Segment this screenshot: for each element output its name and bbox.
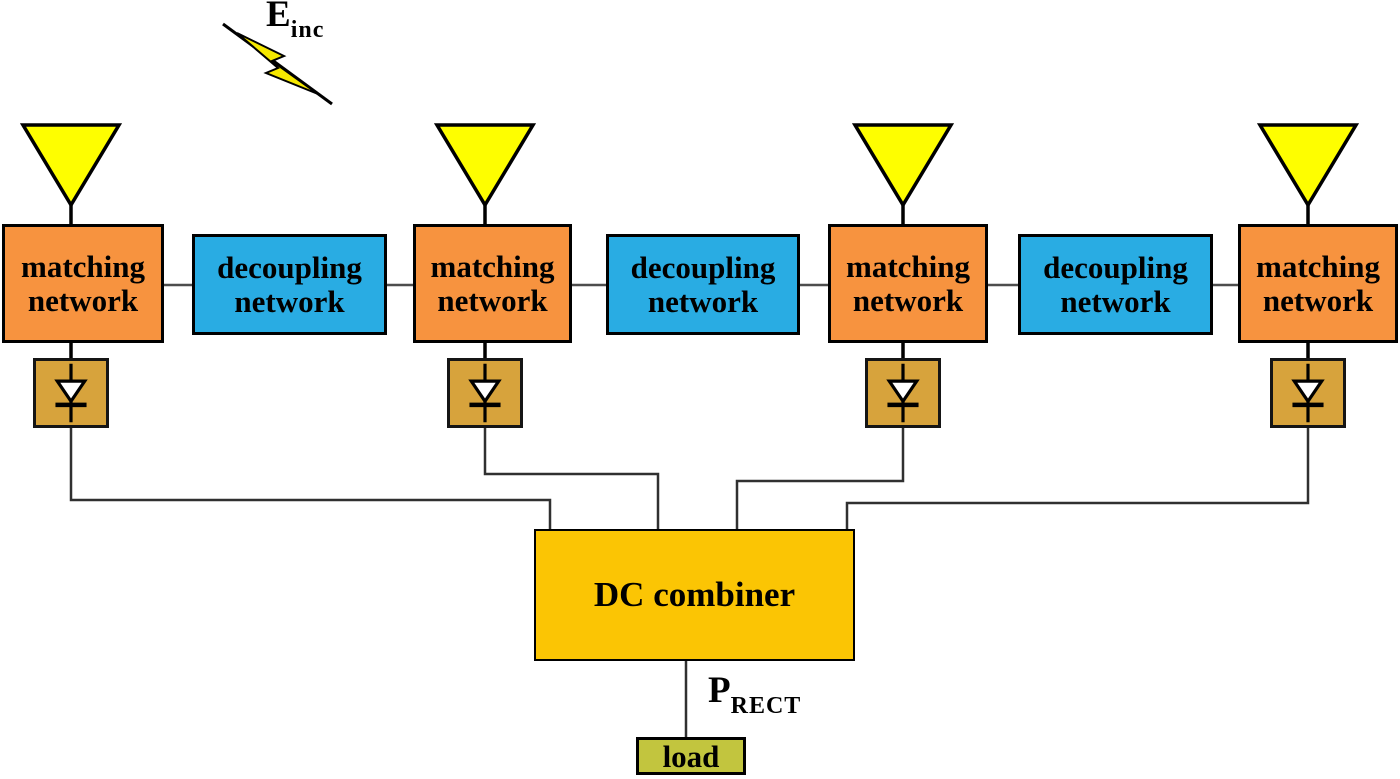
label-line-2: network bbox=[1060, 283, 1171, 319]
diode-icon bbox=[886, 363, 920, 423]
matching-network-3: matching network bbox=[828, 224, 988, 343]
rectifier-diode-1 bbox=[33, 358, 109, 428]
subscript: inc bbox=[290, 17, 325, 43]
antenna-triangle-icon bbox=[851, 123, 955, 209]
matching-network-1: matching network bbox=[2, 224, 164, 343]
label-line-1: matching bbox=[430, 248, 555, 284]
label-line-1: matching bbox=[1256, 248, 1380, 284]
dc-wire-3 bbox=[735, 428, 905, 531]
rectified-power-label: PRECT bbox=[708, 672, 801, 718]
label-line-1: decoupling bbox=[217, 249, 362, 285]
antenna-triangle-icon bbox=[19, 123, 123, 209]
label-line-2: network bbox=[27, 282, 139, 318]
load-box: load bbox=[636, 737, 746, 775]
subscript: RECT bbox=[730, 693, 802, 719]
dc-wire-2 bbox=[483, 428, 660, 531]
diode-icon bbox=[54, 363, 88, 423]
antenna-triangle-icon bbox=[1256, 123, 1360, 209]
rectifier-diode-3 bbox=[865, 358, 941, 428]
label-line-1: matching bbox=[846, 248, 970, 284]
label-line-2: network bbox=[1262, 282, 1374, 318]
diode-icon bbox=[1291, 363, 1325, 423]
label-line-2: network bbox=[647, 283, 759, 319]
rectifier-diode-2 bbox=[447, 358, 523, 428]
rectified-power-base: P bbox=[708, 670, 731, 711]
dc-wire-1 bbox=[69, 428, 552, 531]
label-line-1: decoupling bbox=[1043, 249, 1188, 285]
decoupling-network-2: decoupling network bbox=[606, 234, 800, 335]
decoupling-network-1: decoupling network bbox=[192, 234, 387, 335]
antenna-triangle-icon bbox=[433, 123, 537, 209]
incident-field-label: Einc bbox=[266, 0, 324, 42]
rectifier-diode-4 bbox=[1270, 358, 1346, 428]
incident-field-base: E bbox=[266, 0, 291, 35]
lightning-bolt-icon bbox=[222, 22, 333, 106]
diode-icon bbox=[468, 363, 502, 423]
matching-network-4: matching network bbox=[1238, 224, 1398, 343]
dc-combiner-label: DC combiner bbox=[593, 575, 796, 614]
label-line-2: network bbox=[234, 283, 345, 319]
label-line-1: decoupling bbox=[630, 249, 776, 285]
label-line-1: matching bbox=[21, 248, 145, 284]
decoupling-network-3: decoupling network bbox=[1018, 234, 1213, 335]
dc-wire-4 bbox=[845, 428, 1310, 531]
dc-combiner: DC combiner bbox=[534, 529, 855, 661]
label-line-2: network bbox=[437, 282, 548, 318]
label-line-2: network bbox=[852, 282, 964, 318]
load-label: load bbox=[662, 738, 720, 774]
matching-network-2: matching network bbox=[413, 224, 572, 343]
